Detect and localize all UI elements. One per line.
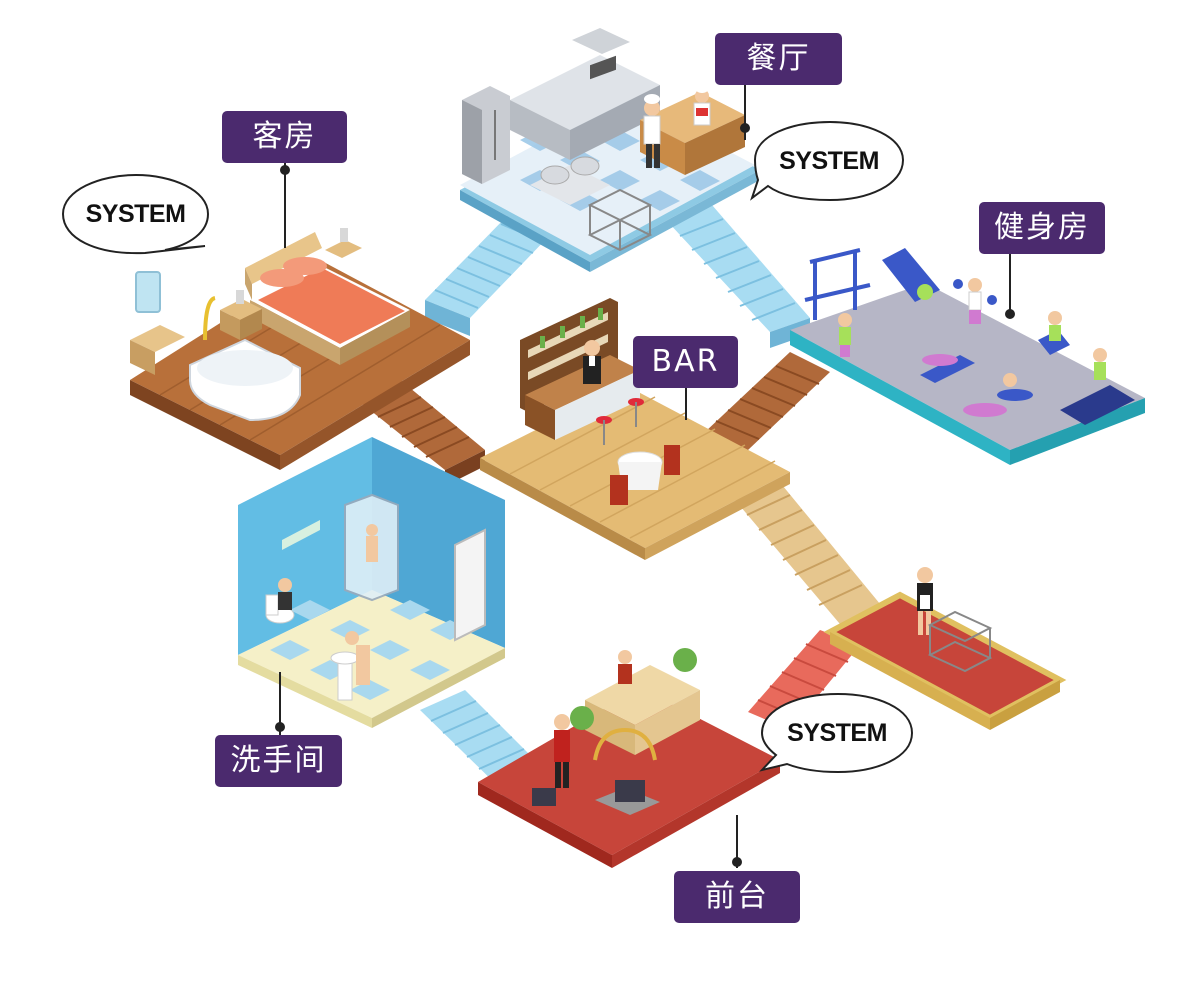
system-bubble-text: SYSTEM bbox=[85, 200, 186, 228]
housekeeping-platform bbox=[823, 567, 1067, 730]
stairs-kitchen-to-gym bbox=[668, 205, 810, 348]
squat-rack bbox=[804, 248, 871, 320]
receptionist-figure bbox=[618, 650, 632, 684]
sink-figure bbox=[330, 631, 370, 701]
bar-stools bbox=[596, 398, 644, 445]
bar-room bbox=[480, 298, 790, 560]
system-bubble-text: SYSTEM bbox=[779, 147, 879, 175]
speech-bubble-shapes bbox=[61, 120, 914, 774]
label-front-desk: 前台 bbox=[674, 871, 800, 923]
restaurant-room bbox=[460, 28, 760, 272]
bar-table bbox=[610, 445, 680, 505]
bathtub bbox=[189, 296, 301, 422]
gym-figure bbox=[953, 278, 997, 324]
gym-figure bbox=[838, 313, 852, 357]
chef-figure bbox=[693, 83, 711, 126]
chef-figure bbox=[643, 94, 661, 168]
bellboy-figure bbox=[554, 714, 570, 788]
callout-connectors bbox=[275, 84, 1015, 868]
shower-cabin bbox=[344, 493, 399, 602]
bench-press bbox=[920, 354, 975, 383]
label-guest-room: 客房 bbox=[222, 111, 347, 163]
bartender-figure bbox=[583, 340, 601, 384]
leg-press bbox=[882, 248, 940, 302]
label-restroom: 洗手间 bbox=[215, 735, 342, 787]
restroom-room bbox=[238, 437, 505, 728]
situp-figures bbox=[963, 373, 1033, 417]
toilet-figure bbox=[265, 578, 295, 624]
front-desk-room bbox=[478, 648, 780, 868]
treadmill bbox=[1060, 348, 1135, 425]
maid-figure bbox=[917, 567, 933, 635]
gym-room bbox=[790, 248, 1145, 465]
exercise-bike bbox=[1038, 311, 1070, 355]
label-bar: BAR bbox=[633, 336, 738, 388]
label-restaurant: 餐厅 bbox=[715, 33, 842, 85]
serving-cart bbox=[587, 188, 653, 252]
system-bubble-text: SYSTEM bbox=[787, 719, 887, 747]
stairs-kitchen-to-bedroom bbox=[425, 215, 550, 336]
label-gym: 健身房 bbox=[979, 202, 1105, 254]
guest-room bbox=[130, 228, 470, 470]
luggage-cart bbox=[593, 727, 660, 815]
cleaning-cart bbox=[927, 610, 993, 673]
